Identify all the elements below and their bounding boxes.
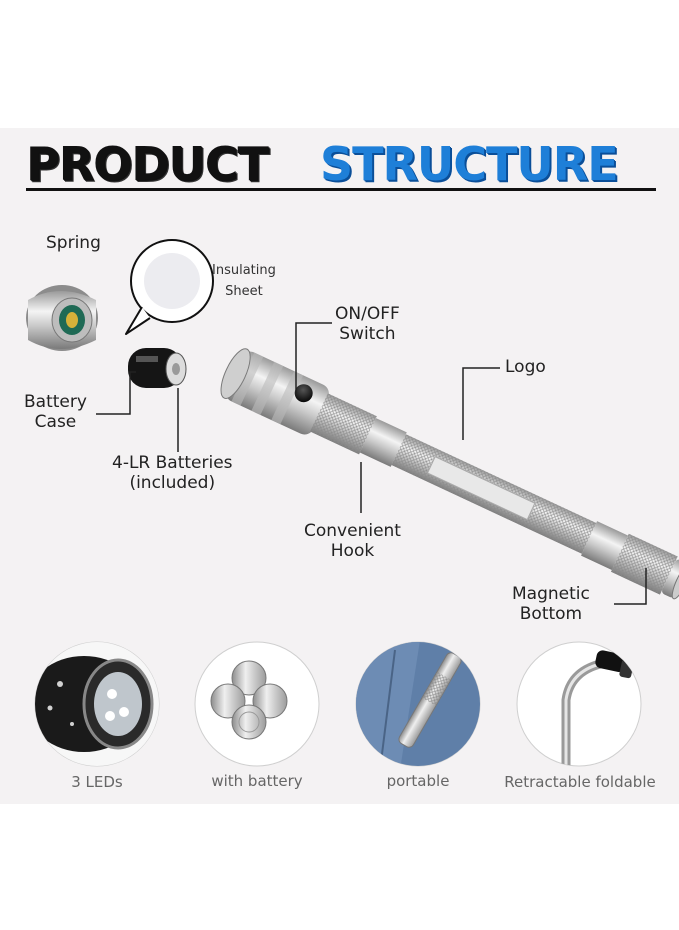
label-batteries: 4-LR Batteries(included) (112, 453, 233, 493)
title-product: PRODUCT (26, 137, 269, 191)
insulating-sheet-part (125, 239, 214, 335)
feature-caption-battery: with battery (211, 772, 303, 790)
feature-caption-portable: portable (386, 772, 450, 790)
page-title: PRODUCT STRUCTURE (24, 136, 656, 196)
callout-lines (96, 322, 647, 605)
title-underline (26, 188, 656, 191)
flashlight-body (220, 348, 679, 600)
batteries-part (128, 348, 187, 388)
label-spring: Spring (46, 233, 101, 253)
label-logo: Logo (505, 357, 546, 377)
spring-cap-part (26, 285, 98, 351)
title-structure: STRUCTURE (320, 137, 619, 191)
feature-caption-leds: 3 LEDs (71, 773, 123, 791)
feature-caption-retractable: Retractable foldable (504, 773, 656, 791)
